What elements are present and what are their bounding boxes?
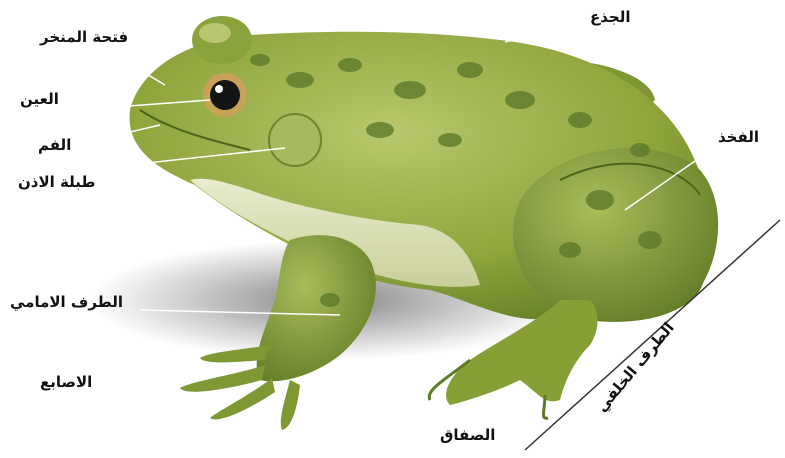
leader-trunk <box>505 20 585 42</box>
finger <box>281 380 300 430</box>
label-eardrum: طبلة الاذن <box>18 175 96 190</box>
eye-bump-highlight <box>199 23 231 43</box>
leader-web <box>490 392 535 425</box>
leader-fingers <box>110 368 230 370</box>
label-fingers: الاصابع <box>40 375 92 390</box>
label-mouth: الفم <box>38 138 71 153</box>
label-web: الصفاق <box>440 428 495 443</box>
eye-glint <box>215 85 223 93</box>
eye-pupil <box>210 80 240 110</box>
label-nostril: فتحة المنخر <box>40 30 128 45</box>
label-forelimb: الطرف الامامي <box>10 295 123 310</box>
label-eye: العين <box>20 92 59 107</box>
label-trunk: الجذع <box>590 10 631 25</box>
eardrum-disc <box>269 114 321 166</box>
label-thigh: الفخذ <box>718 130 759 145</box>
